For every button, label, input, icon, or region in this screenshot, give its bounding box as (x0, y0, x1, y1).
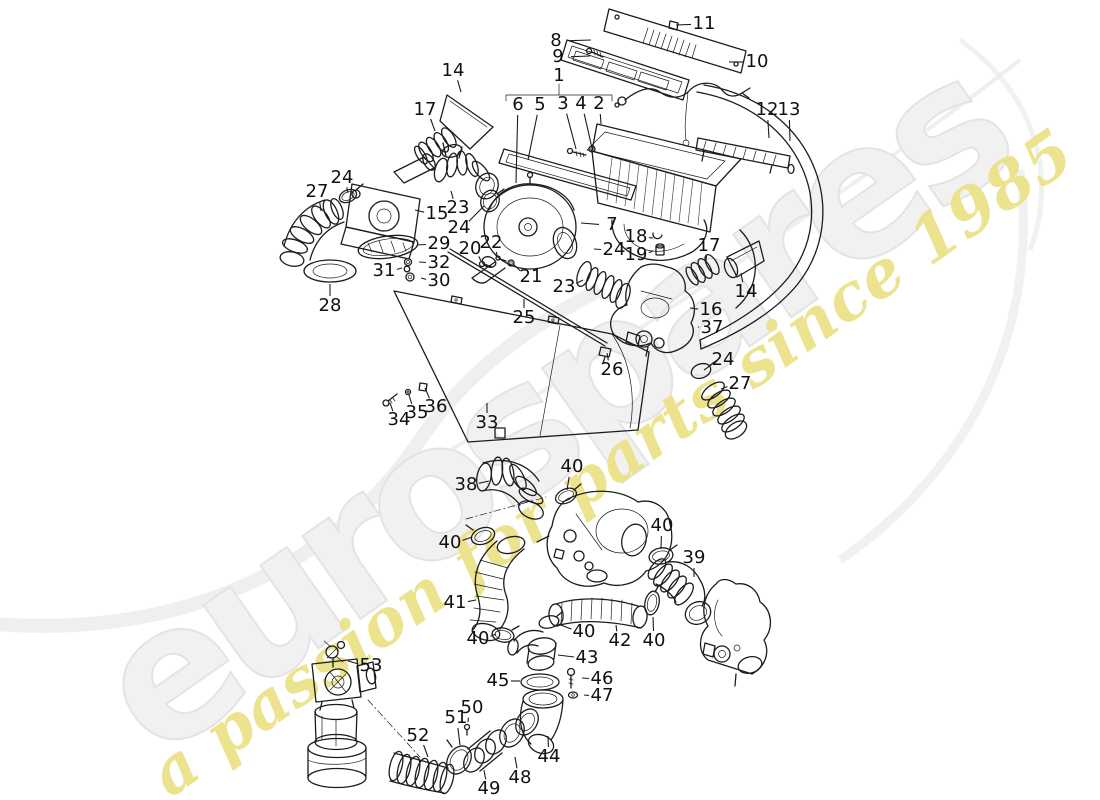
part-callout-50: 50 (460, 697, 484, 718)
part-callout-41: 41 (443, 592, 467, 613)
part-callout-18: 18 (624, 226, 648, 247)
part-callout-11: 11 (692, 13, 716, 34)
part-callout-40: 40 (466, 628, 490, 649)
part-callout-23: 23 (552, 276, 576, 297)
part-callout-40: 40 (650, 515, 674, 536)
part-callout-43: 43 (575, 647, 599, 668)
part-callout-37: 37 (700, 317, 724, 338)
part-callout-3: 3 (557, 93, 569, 114)
part-callout-13: 13 (777, 99, 801, 120)
part-callout-47: 47 (590, 685, 614, 706)
part-callout-7: 7 (606, 214, 618, 235)
part-callout-35: 35 (405, 402, 429, 423)
part-callout-2: 2 (593, 93, 605, 114)
part-callout-24: 24 (447, 217, 471, 238)
part-callout-40: 40 (572, 621, 596, 642)
part-callout-17: 17 (413, 99, 437, 120)
right-duct-group (576, 232, 765, 440)
part-callout-48: 48 (508, 767, 532, 788)
air-cleaner-group (471, 171, 578, 284)
part-callout-29: 29 (427, 233, 451, 254)
group-callout-bracket (505, 83, 613, 102)
part-callout-49: 49 (477, 778, 501, 799)
part-callout-27: 27 (728, 373, 752, 394)
part-callout-25: 25 (512, 307, 536, 328)
part-callout-8: 8 (550, 30, 562, 51)
part-callout-4: 4 (575, 93, 587, 114)
part-callout-39: 39 (682, 547, 706, 568)
part-callout-52: 52 (406, 725, 430, 746)
part-callout-12: 12 (755, 99, 779, 120)
part-callout-27: 27 (305, 181, 329, 202)
part-callout-22: 22 (479, 232, 503, 253)
intake-funnel-group (413, 94, 505, 213)
part-callout-24: 24 (330, 167, 354, 188)
cover-panel-group (382, 290, 650, 443)
part-callout-17: 17 (697, 235, 721, 256)
part-callout-14: 14 (441, 60, 465, 81)
part-callout-21: 21 (519, 266, 543, 287)
part-callout-24: 24 (602, 239, 626, 260)
part-callout-53: 53 (359, 655, 383, 676)
part-callout-26: 26 (600, 359, 624, 380)
part-callout-40: 40 (642, 630, 666, 651)
part-callout-32: 32 (427, 252, 451, 273)
bottom-pipes-group (388, 637, 579, 795)
part-callout-24: 24 (711, 349, 735, 370)
part-callout-23: 23 (446, 197, 470, 218)
callout-leader-lines (319, 23, 791, 780)
part-callout-5: 5 (534, 94, 546, 115)
part-callout-42: 42 (608, 630, 632, 651)
part-callout-9: 9 (552, 46, 564, 67)
part-callout-30: 30 (427, 270, 451, 291)
part-callout-38: 38 (454, 474, 478, 495)
part-callout-45: 45 (486, 670, 510, 691)
air-box-group (498, 82, 824, 350)
part-callout-44: 44 (537, 746, 561, 767)
part-callout-16: 16 (699, 299, 723, 320)
part-callout-6: 6 (512, 94, 524, 115)
part-callout-36: 36 (424, 396, 448, 417)
part-callout-19: 19 (624, 244, 648, 265)
blower-group (465, 456, 678, 656)
part-callout-20: 20 (458, 238, 482, 259)
part-callout-1: 1 (553, 65, 565, 86)
part-callout-28: 28 (318, 295, 342, 316)
part-callout-10: 10 (745, 51, 769, 72)
air-pump-group (307, 640, 421, 789)
part-callout-34: 34 (387, 409, 411, 430)
part-callout-31: 31 (372, 260, 396, 281)
part-callout-15: 15 (425, 203, 449, 224)
part-callout-33: 33 (475, 412, 499, 433)
right-blower-duct-group (647, 558, 771, 687)
part-callout-40: 40 (438, 532, 462, 553)
part-callout-40: 40 (560, 456, 584, 477)
part-callout-46: 46 (590, 668, 614, 689)
part-callout-14: 14 (734, 281, 758, 302)
part-callout-51: 51 (444, 707, 468, 728)
